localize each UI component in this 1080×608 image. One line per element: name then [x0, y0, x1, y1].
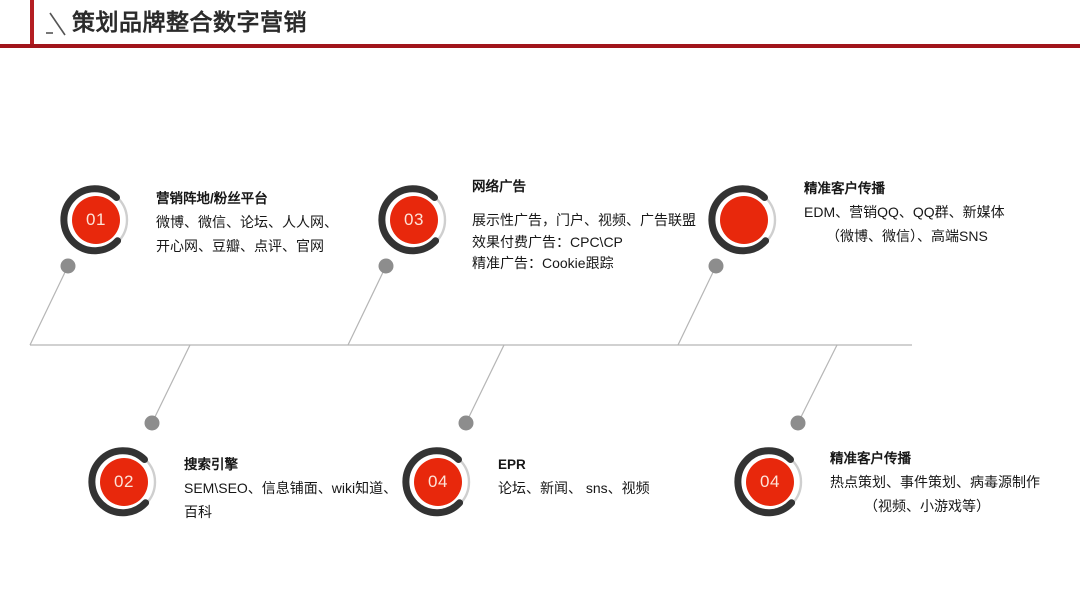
branch-dot-node-3 [378, 258, 394, 274]
node-text-02: 搜索引擎 SEM\SEO、信息铺面、wiki知道、 百科 [184, 454, 397, 524]
node-heading-03: 网络广告 [472, 179, 526, 194]
node-line-05-0: EDM、营销QQ、QQ群、新媒体 [804, 204, 1005, 220]
node-line-06-0: 热点策划、事件策划、病毒源制作 [830, 474, 1040, 490]
branch-line-node-1 [29, 265, 69, 346]
node-line-03-0: 展示性广告，门户、视频、广告联盟 [472, 212, 696, 228]
branch-line-node-4 [465, 344, 505, 424]
header-divider-rule [0, 44, 1080, 48]
node-text-05: 精准客户传播 EDM、营销QQ、QQ群、新媒体 （微博、微信）、高端SNS [804, 178, 1005, 248]
node-line-04-0: 论坛、新闻、 sns、视频 [498, 480, 650, 496]
node-heading-02: 搜索引擎 [184, 457, 238, 472]
node-text-06: 精准客户传播 热点策划、事件策划、病毒源制作 （视频、小游戏等） [830, 448, 1040, 518]
branch-dot-node-1 [60, 258, 76, 274]
branch-line-node-2 [151, 344, 191, 424]
header-accent-bar [30, 0, 34, 44]
fishbone-diagram: 01 营销阵地/粉丝平台 微博、微信、论坛、人人网、 开心网、豆瓣、点评、官网 … [0, 48, 1080, 608]
node-line-01-1: 开心网、豆瓣、点评、官网 [156, 238, 324, 254]
node-heading-01: 营销阵地/粉丝平台 [156, 191, 268, 206]
node-text-03: 网络广告 展示性广告，门户、视频、广告联盟 效果付费广告：CPC\CP 精准广告… [472, 176, 696, 274]
node-heading-05: 精准客户传播 [804, 181, 885, 196]
diagonal-slash-icon [46, 12, 66, 36]
node-text-01: 营销阵地/粉丝平台 微博、微信、论坛、人人网、 开心网、豆瓣、点评、官网 [156, 188, 338, 258]
node-line-06-1: （视频、小游戏等） [864, 498, 990, 514]
node-badge-ring-01 [60, 185, 129, 255]
node-heading-04: EPR [498, 457, 526, 472]
page-title: 策划品牌整合数字营销 [72, 9, 307, 35]
node-text-04: EPR 论坛、新闻、 sns、视频 [498, 454, 650, 500]
node-line-01-0: 微博、微信、论坛、人人网、 [156, 214, 338, 230]
node-line-03-1: 效果付费广告：CPC\CP [472, 234, 623, 250]
node-line-03-2: 精准广告：Cookie跟踪 [472, 255, 614, 271]
node-line-05-1: （微博、微信）、高端SNS [826, 228, 988, 244]
node-badge-ring-02 [88, 447, 157, 517]
branch-line-node-6 [797, 344, 838, 424]
node-badge-ring-04 [402, 447, 471, 517]
node-line-02-0: SEM\SEO、信息铺面、wiki知道、 [184, 480, 398, 496]
node-line-02-1: 百科 [184, 504, 212, 520]
node-badge-ring-03 [378, 185, 447, 255]
node-spacer-03 [472, 198, 696, 208]
branch-dot-node-2 [144, 415, 160, 431]
node-heading-06: 精准客户传播 [830, 451, 911, 466]
branch-line-node-5 [677, 265, 717, 346]
node-badge-ring-06 [734, 447, 803, 517]
slide-header: 策划品牌整合数字营销 [0, 0, 1080, 48]
connector-lines [29, 258, 912, 431]
node-badge-ring-05 [708, 185, 777, 255]
branch-line-node-3 [347, 265, 387, 346]
branch-dot-node-6 [790, 415, 806, 431]
branch-dot-node-5 [708, 258, 724, 274]
branch-dot-node-4 [458, 415, 474, 431]
